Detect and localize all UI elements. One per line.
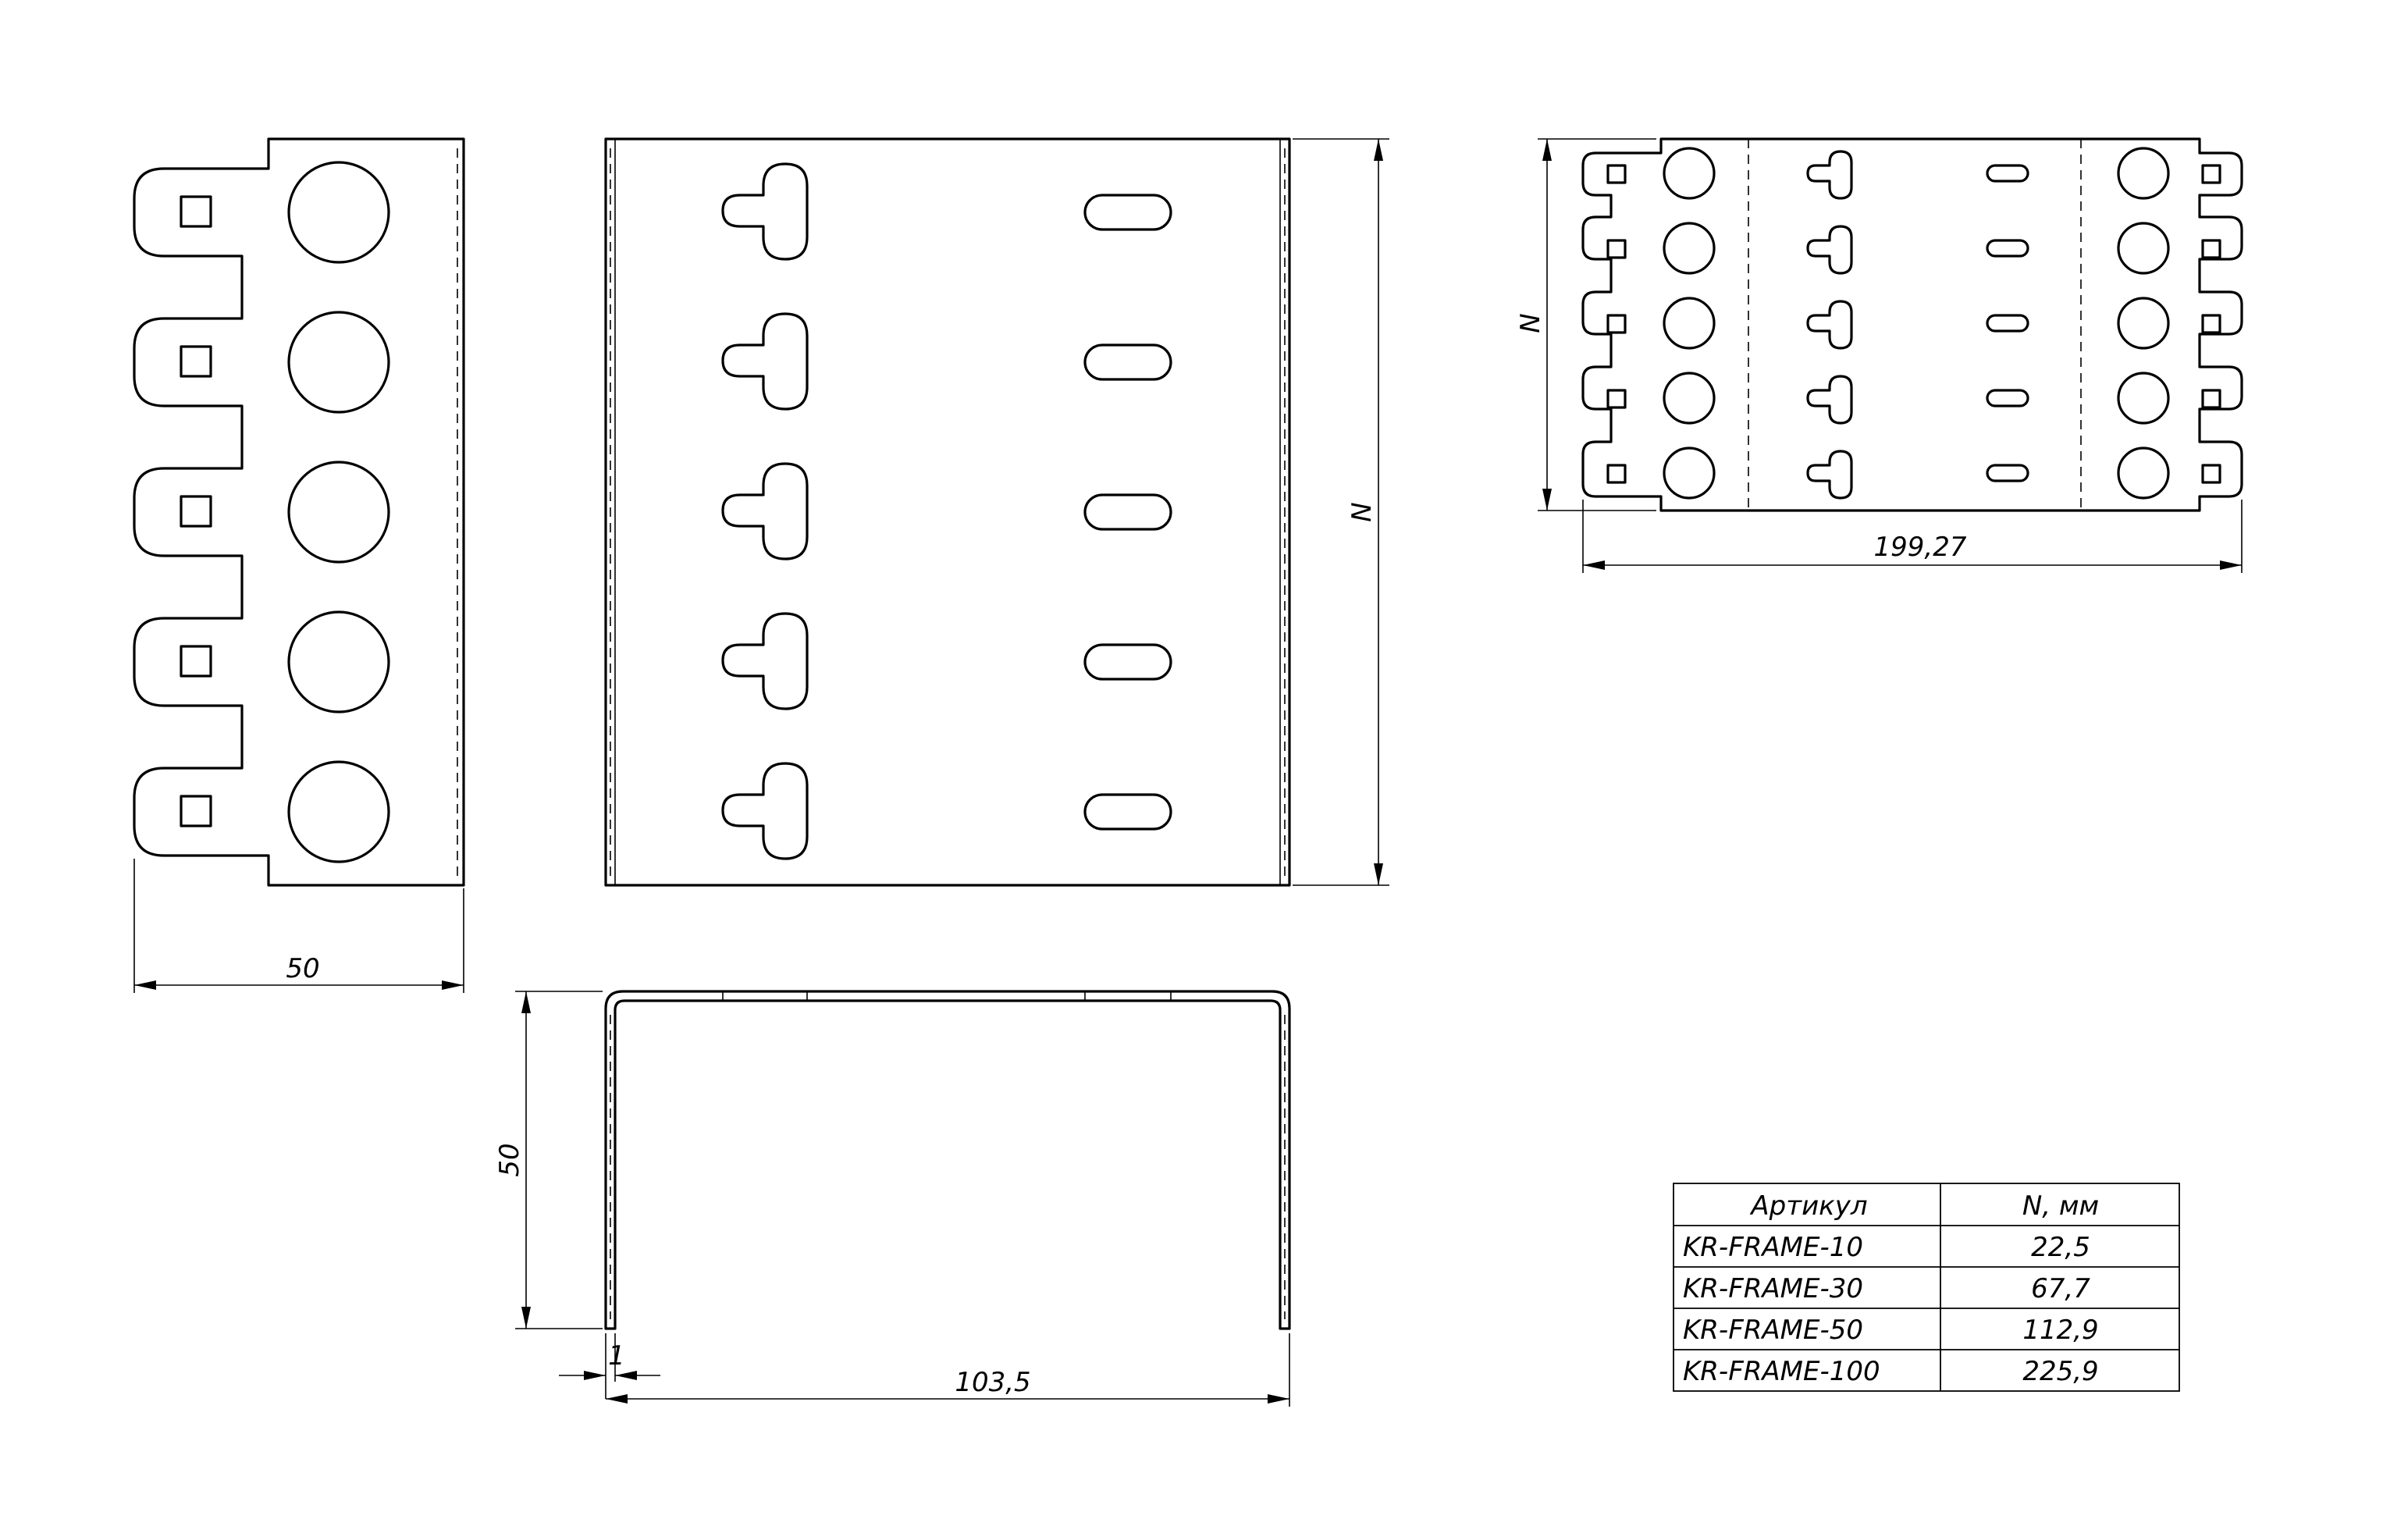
top-round-holes [1663,147,2170,500]
oblong-slot [1083,343,1172,381]
profile-width-label: 103,5 [955,1367,1030,1398]
side-view-outline [133,137,465,887]
profile-width-dimension: 103,5 [606,1333,1290,1407]
t-slot [721,462,809,560]
side-round-holes [287,161,390,863]
top-t-slots [1806,150,1853,500]
round-hole [287,760,390,863]
t-slot [721,612,809,710]
table-cell-article: KR-FRAME-100 [1683,1356,1880,1387]
square-hole [180,645,212,678]
table-cell-n: 22,5 [2031,1232,2090,1263]
table-cell-article: KR-FRAME-30 [1683,1273,1863,1304]
top-width-dimension: 199,27 [1582,500,2243,573]
thickness-label: 1 [608,1340,625,1372]
profile-outline [604,990,1291,1330]
side-square-holes [180,195,212,827]
oblong-slot [1083,793,1172,831]
top-height-dimension: N [1515,138,1656,511]
article-table: Артикул N, мм KR-FRAME-10 22,5 KR-FRAME-… [1673,1183,2180,1392]
front-view-outline [604,137,1291,887]
table-header-article: Артикул [1749,1190,1867,1222]
side-view: 50 [133,137,465,993]
profile-view: 50 1 103,5 [494,990,1291,1407]
front-height-dimension: N [1293,138,1389,886]
profile-slot-marks [722,991,1172,1001]
side-width-dimension: 50 [133,859,464,993]
table-cell-article: KR-FRAME-50 [1683,1315,1863,1346]
top-oblong-slots [1986,164,2029,482]
t-slot [721,762,809,860]
table-cell-n: 225,9 [2022,1356,2098,1387]
top-view-outline [1581,137,2243,512]
front-height-label: N [1346,502,1378,521]
round-hole [287,461,390,564]
top-height-label: N [1515,313,1546,333]
round-hole [287,161,390,264]
round-hole [287,610,390,713]
table-cell-article: KR-FRAME-10 [1683,1232,1863,1263]
table-cell-n: 112,9 [2022,1315,2098,1346]
square-hole [180,345,212,378]
top-square-holes [1606,164,2221,484]
square-hole [180,495,212,528]
square-hole [180,795,212,827]
square-hole [180,195,212,228]
t-slot [721,162,809,261]
side-width-label: 50 [286,953,319,984]
oblong-slot [1083,194,1172,231]
table-cell-n: 67,7 [2031,1273,2090,1304]
round-hole [287,311,390,414]
table-header-n: N, мм [2022,1190,2099,1222]
front-view: N [604,137,1389,887]
top-width-label: 199,27 [1874,532,1967,563]
top-view: N 199,27 [1515,137,2243,573]
front-oblong-slots [1083,194,1172,831]
profile-height-label: 50 [494,1143,525,1176]
front-t-slots [721,162,809,860]
thickness-dimension: 1 [559,1333,660,1399]
profile-height-dimension: 50 [494,991,603,1329]
oblong-slot [1083,643,1172,681]
oblong-slot [1083,493,1172,531]
t-slot [721,312,809,411]
